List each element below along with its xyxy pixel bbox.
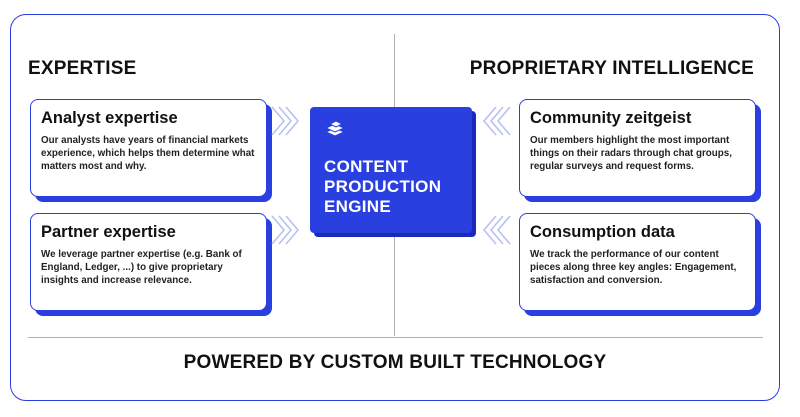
card-title: Analyst expertise <box>41 109 178 127</box>
partner-expertise-card: Partner expertise We leverage partner ex… <box>30 213 267 311</box>
content-production-engine: CONTENT PRODUCTION ENGINE <box>310 107 472 233</box>
engine-title-line: ENGINE <box>324 197 391 216</box>
card-text: Our analysts have years of financial mar… <box>41 135 255 172</box>
card-title: Consumption data <box>530 223 675 241</box>
engine-title-line: CONTENT <box>324 157 409 176</box>
engine-title: CONTENT PRODUCTION ENGINE <box>324 157 441 217</box>
chevron-right-icon <box>271 106 300 136</box>
card-text: Our members highlight the most important… <box>530 135 732 172</box>
chevron-left-icon <box>482 215 511 245</box>
horizontal-divider <box>28 337 763 338</box>
footer-title: POWERED BY CUSTOM BUILT TECHNOLOGY <box>183 352 607 373</box>
chevron-left-icon <box>482 106 511 136</box>
proprietary-intelligence-heading: PROPRIETARY INTELLIGENCE <box>469 58 754 79</box>
engine-title-line: PRODUCTION <box>324 177 442 196</box>
chevron-right-icon <box>271 215 300 245</box>
community-zeitgeist-card: Community zeitgeist Our members highligh… <box>519 99 756 197</box>
layers-icon <box>324 120 346 137</box>
card-text: We track the performance of our content … <box>530 249 737 286</box>
analyst-expertise-card: Analyst expertise Our analysts have year… <box>30 99 267 197</box>
card-title: Community zeitgeist <box>530 109 692 127</box>
card-text: We leverage partner expertise (e.g. Bank… <box>41 249 242 286</box>
card-title: Partner expertise <box>41 223 176 241</box>
consumption-data-card: Consumption data We track the performanc… <box>519 213 756 311</box>
expertise-heading: EXPERTISE <box>28 58 137 79</box>
